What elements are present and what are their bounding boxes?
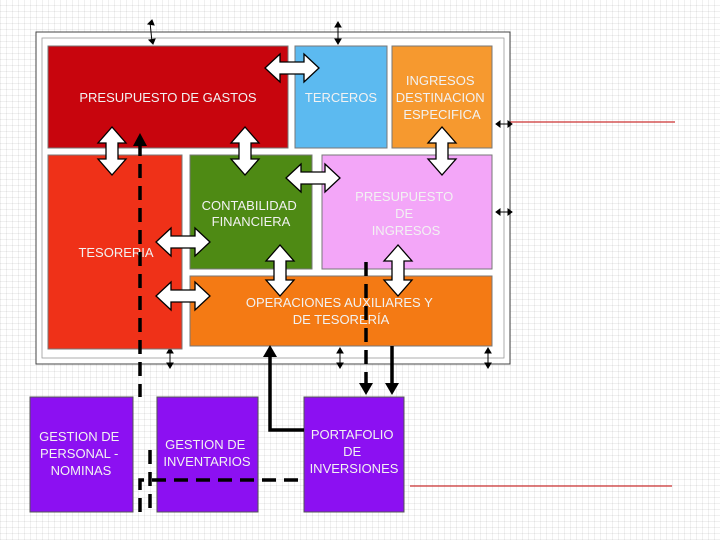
label-line: DE xyxy=(395,206,413,221)
label-line: INVENTARIOS xyxy=(163,454,250,469)
double-arrow-gastos-contabilidad xyxy=(229,126,261,176)
label-line: ESPECIFICA xyxy=(403,107,481,122)
box-operaciones xyxy=(189,275,493,347)
inner-frame xyxy=(41,37,505,359)
arrow-head-up-operaciones xyxy=(263,345,277,357)
label-presupuesto-gastos: PRESUPUESTO DE GASTOS xyxy=(79,90,257,105)
label-line: OPERACIONES AUXILIARES Y xyxy=(246,295,433,310)
double-arrow-destinacion-ingresos xyxy=(426,126,458,176)
label-line: DESTINACION xyxy=(396,90,485,105)
box-portafolio xyxy=(303,396,405,513)
label-gestion-inventarios: GESTION DE INVENTARIOS xyxy=(163,437,250,469)
label-line: GESTION DE xyxy=(165,437,246,452)
label-portafolio: PORTAFOLIO DE INVERSIONES xyxy=(310,427,399,476)
double-arrow-gastos-tesoreria xyxy=(96,126,128,176)
label-line: TERCEROS xyxy=(305,90,378,105)
label-line: PERSONAL - xyxy=(40,446,118,461)
label-line: PRESUPUESTO DE GASTOS xyxy=(79,90,257,105)
label-contabilidad: CONTABILIDAD FINANCIERA xyxy=(202,198,301,229)
double-arrows xyxy=(96,52,458,312)
double-arrow-contabilidad-ingresos xyxy=(285,162,341,194)
box-gestion-personal xyxy=(29,396,134,513)
arrow-heads xyxy=(133,133,399,395)
frame-connector-icons xyxy=(146,19,513,369)
arrow-head-down-portafolio-1 xyxy=(359,383,373,395)
label-line: INGRESOS xyxy=(372,223,441,238)
dashed-connectors xyxy=(138,142,394,512)
label-line: DE TESORERÍA xyxy=(293,312,390,327)
label-line: INGRESOS xyxy=(406,73,475,88)
box-presupuesto-ingresos xyxy=(321,154,493,270)
arrow-head-down-portafolio-2 xyxy=(385,383,399,395)
label-presupuesto-ingresos: PRESUPUESTO DE INGRESOS xyxy=(355,189,457,238)
arrow-head-up-gastos xyxy=(133,133,147,146)
label-line: PRESUPUESTO xyxy=(355,189,453,204)
double-arrow-tesoreria-contabilidad xyxy=(155,226,211,258)
label-line: FINANCIERA xyxy=(212,214,291,229)
label-line: NOMINAS xyxy=(51,463,112,478)
label-line: CONTABILIDAD xyxy=(202,198,297,213)
label-line: DE xyxy=(343,444,361,459)
label-line: GESTION DE xyxy=(39,429,120,444)
double-arrow-tesoreria-operaciones xyxy=(155,280,211,312)
double-arrow-gastos-terceros xyxy=(264,52,320,84)
box-gestion-inventarios xyxy=(156,396,259,513)
label-gestion-personal: GESTION DE PERSONAL - NOMINAS xyxy=(39,429,123,478)
double-arrow-ingresos-operaciones xyxy=(382,244,414,297)
label-line: TESORERIA xyxy=(78,245,153,260)
label-line: PORTAFOLIO xyxy=(311,427,394,442)
label-line: INVERSIONES xyxy=(310,461,399,476)
label-terceros: TERCEROS xyxy=(305,90,378,105)
label-ingresos-destinacion: INGRESOS DESTINACION ESPECIFICA xyxy=(396,73,488,122)
double-arrow-contabilidad-operaciones xyxy=(264,244,296,297)
label-tesoreria: TESORERIA xyxy=(78,245,153,260)
